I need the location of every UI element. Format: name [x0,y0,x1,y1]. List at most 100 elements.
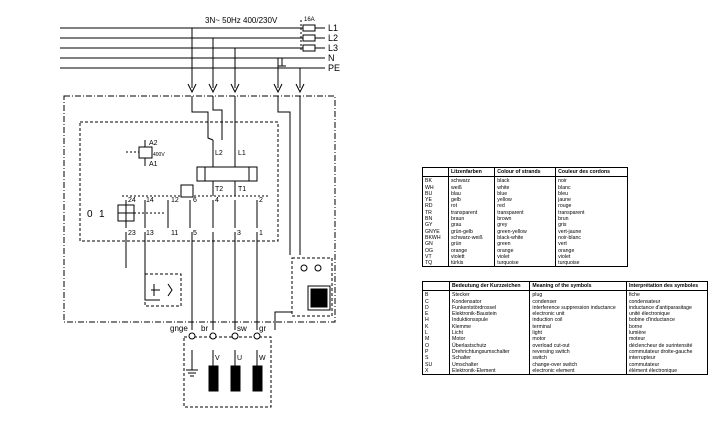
table-cell: BK [425,178,432,185]
supply-spec: 3N~ 50Hz 400/230V [205,16,278,25]
table-cell: violett [447,253,495,261]
table-cell: borne [625,323,708,331]
table-cell: P [425,348,429,355]
table-cell: grau [447,222,495,229]
header-en: Meaning of the symbols [529,281,627,292]
table-cell: élément électronique [625,367,708,375]
motor-winding-u [230,365,241,392]
coil-a1: A1 [149,161,158,168]
table-cell: Induktionsspule [448,317,530,324]
aux-bottom-5: 5 [193,230,197,237]
table-cell: commutateur [625,361,708,368]
table-cell: brun [555,216,628,223]
thermal-protector [144,273,182,307]
aux-bottom-11: 11 [171,230,178,237]
wire-color-gr: gr [259,324,266,333]
table-cell: vert-jaune [555,228,628,235]
table-cell: switch [529,355,627,362]
table-cell: GN [425,241,433,248]
table-cell: noir [555,176,628,185]
aux-bottom-23: 23 [128,230,136,237]
table-cell: orange [555,247,628,254]
table-cell: Schalter [448,355,530,362]
table-cell: green [494,241,556,248]
contactor-coil [138,146,153,159]
contactor-t2: T2 [215,186,223,193]
table-cell: transparent [555,209,628,217]
table-cell: Klemme [448,323,530,331]
table-cell: Elektronik-Baustein [448,311,530,318]
table-cell: Motor [448,336,530,343]
table-cell: grün [447,241,495,248]
table-cell: YE [425,197,432,204]
table-cell: OG [425,247,434,254]
ground-icon [186,369,198,377]
table-cell: interference suppression inductance [529,304,627,312]
table-cell: reversing switch [529,348,627,356]
header-de: Bedeutung der Kurzzeichen [448,281,530,292]
table-cell: Drehrichtungsumschalter [448,348,530,356]
table-cell: transparent [447,209,495,217]
table-cell: electronic unit [529,311,627,318]
header-de: Litzenfarben [447,167,495,178]
label-l3: L3 [328,43,338,53]
table-cell: türkis [447,260,495,267]
label-n: N [328,53,335,63]
table-cell: violet [494,253,556,261]
motor-terminal-w: W [259,355,266,362]
table-cell: gris [555,222,628,229]
table-cell: jaune [555,197,628,204]
table-cell: motor [529,336,627,343]
header-code [422,281,450,292]
table-cell: blanc [555,184,628,191]
table-cell: E [425,311,429,318]
strand-colors-table: Litzenfarben Colour of strands Couleur d… [422,167,628,268]
table-cell: Überlastschutz [448,342,530,349]
table-cell: inductance d'antiparasitage [625,304,708,312]
aux-contacts [125,200,258,228]
table-cell: commutateur droite-gauche [625,348,708,356]
table-cell: M [425,336,430,343]
wire-color-br: br [201,324,208,333]
coil-voltage: 400V [153,152,165,158]
table-cell: rouge [555,203,628,210]
table-cell: vert [555,241,628,248]
motor-winding-w [252,365,263,392]
table-cell: black [494,176,556,185]
table-cell: BKWH [425,234,441,241]
table-cell: K [425,323,429,330]
table-cell: orange [494,247,556,254]
table-cell: B [425,292,429,299]
table-cell: C [425,298,429,305]
aux-bottom-13: 13 [146,230,154,237]
symbols-table: Bedeutung der Kurzzeichen Meaning of the… [422,281,708,376]
table-cell: BU [425,190,433,197]
table-cell: L [425,330,428,337]
wire-color-gnge: gnge [170,324,188,333]
table-cell: bobine d'inductance [625,317,708,324]
table-cell: H [425,317,429,324]
wire-color-sw: sw [237,324,247,333]
fuse-rating: 16A [304,17,315,23]
aux-top-4: 4 [215,197,219,204]
table-cell: violet [555,253,628,261]
table-cell: fiche [625,290,708,299]
aux-top-2: 2 [259,197,263,204]
